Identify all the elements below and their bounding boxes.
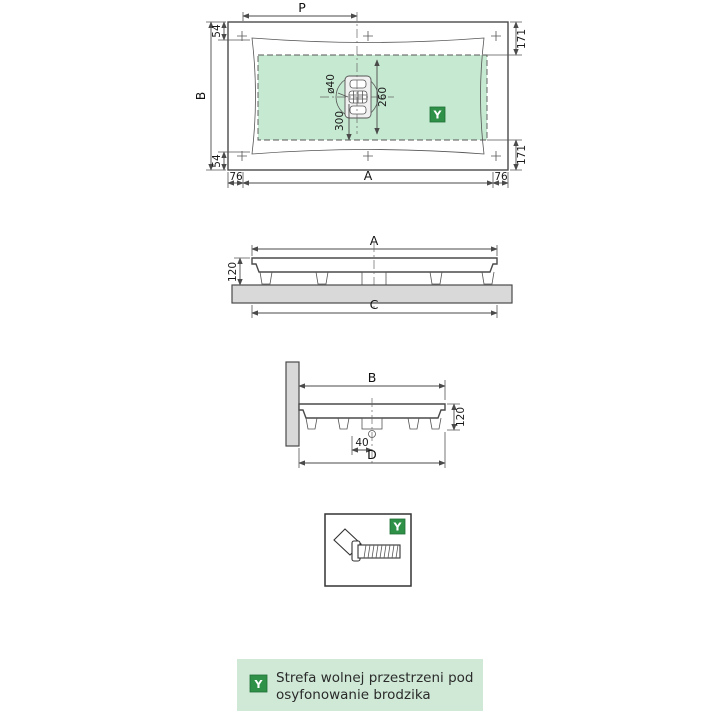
- drain-centerlines: [320, 12, 394, 134]
- fixing-marks: [237, 31, 501, 161]
- siphon-detail-box: Y: [324, 513, 412, 587]
- dim-c: C: [251, 297, 498, 318]
- tray-inner-rim: [251, 37, 485, 155]
- zone-badge-box: [429, 106, 446, 123]
- front-section-view: A 120 C: [227, 233, 513, 318]
- drain-slot-bottom: [349, 105, 367, 115]
- legend-text-line2: osyfonowanie brodzika: [276, 687, 431, 703]
- dim-p-label: P: [298, 0, 306, 15]
- zone-badge: Y: [429, 106, 446, 123]
- dim-40: 40: [351, 436, 373, 455]
- dim-b-label: B: [193, 92, 208, 101]
- dim-120-side: 120: [447, 403, 467, 431]
- detail-zone-badge-label: Y: [393, 521, 403, 534]
- dim-54-bottom-label: 54: [211, 154, 223, 168]
- side-section-view: B 120 40 D: [285, 361, 467, 468]
- dim-171-top: 171: [487, 21, 528, 56]
- drain-slot-top: [349, 79, 367, 89]
- legend-badge-label: Y: [254, 678, 264, 691]
- dim-76-left-label: 76: [229, 171, 243, 183]
- dim-54-bottom: 54: [211, 151, 250, 171]
- legend: Y Strefa wolnej przestrzeni pod osyfonow…: [237, 659, 483, 711]
- zone-badge-label: Y: [433, 109, 443, 122]
- dim-a-label: A: [364, 168, 373, 183]
- dim-120-side-label: 120: [455, 407, 467, 427]
- legend-badge-box: [249, 674, 268, 693]
- dim-b: B: [193, 21, 226, 171]
- dim-120-front: 120: [227, 257, 250, 286]
- dim-c-label: C: [370, 297, 379, 312]
- dim-d-label: D: [367, 447, 377, 462]
- dim-b-side-label: B: [368, 370, 377, 385]
- side-wall: [285, 361, 300, 447]
- dim-diameter-label: ø40: [325, 74, 337, 94]
- top-view: P B 54 54 171 171: [193, 0, 528, 188]
- dim-a-front: A: [251, 233, 498, 256]
- front-floor-slab: [231, 284, 513, 304]
- front-tray-profile: [251, 257, 498, 273]
- dim-171-bottom: 171: [487, 139, 528, 171]
- dim-260-label: 260: [377, 87, 389, 107]
- dim-171-bottom-label: 171: [516, 145, 528, 165]
- siphon-thread-hatch: [363, 544, 399, 559]
- detail-zone-badge-box: [389, 518, 406, 535]
- dim-d: D: [298, 432, 446, 468]
- dim-b-side: B: [298, 370, 446, 400]
- dim-76-right-label: 76: [494, 171, 508, 183]
- dim-54-top-label: 54: [211, 24, 223, 38]
- dim-40-label: 40: [355, 437, 368, 449]
- dim-54-top: 54: [211, 21, 250, 41]
- dim-p: P: [242, 0, 358, 21]
- dim-diameter: ø40: [325, 74, 349, 98]
- dim-300: 300: [334, 104, 352, 141]
- front-tray-feet: [259, 271, 495, 285]
- siphon-pipe-drawing: [333, 528, 401, 562]
- dim-171-top-label: 171: [516, 29, 528, 49]
- dim-300-label: 300: [334, 111, 346, 131]
- legend-background: [237, 659, 483, 711]
- detail-zone-badge: Y: [389, 518, 406, 535]
- dim-bottom-row: 76 A 76: [227, 168, 509, 188]
- free-space-zone: [257, 54, 488, 141]
- drain-assembly: [320, 12, 394, 134]
- dim-120-front-label: 120: [227, 262, 239, 282]
- dim-260: 260: [374, 59, 389, 135]
- side-tray-feet: [305, 417, 442, 430]
- legend-text-line1: Strefa wolnej przestrzeni pod: [276, 670, 473, 686]
- dim-a-front-label: A: [370, 233, 379, 248]
